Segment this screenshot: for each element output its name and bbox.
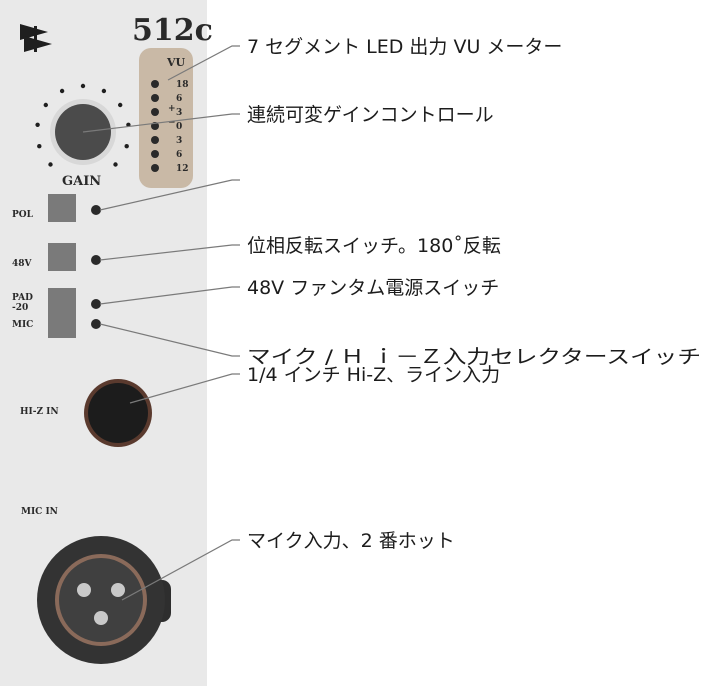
leader-pol (99, 179, 240, 211)
vu-led (151, 164, 159, 172)
vu-plus-sign: + (168, 104, 176, 114)
callout-mic-input: マイク入力、2 番ホット (247, 530, 455, 552)
module-front-panel: 512c VU 18 6 3 0 3 6 12 + − GAIN POL 48V (0, 0, 213, 686)
callouts: 7 セグメント LED 出力 VU メーター 連続可変ゲインコントロール 位相反… (247, 36, 701, 552)
vu-scale-label: 0 (176, 122, 182, 132)
vu-scale-label: 6 (176, 150, 182, 160)
xlr-socket[interactable] (59, 558, 143, 642)
vu-scale-label: 3 (176, 136, 182, 146)
mic-input: MIC IN (21, 507, 171, 664)
vu-led (151, 150, 159, 158)
leader-vu (167, 45, 240, 81)
phantom-label: 48V (12, 259, 33, 269)
gain-scale-dot (113, 162, 118, 167)
gain-label: GAIN (62, 174, 101, 189)
xlr-pin-icon (111, 583, 125, 597)
hiz-label: HI-Z IN (20, 407, 59, 417)
switch-row-48v: 48V (12, 243, 101, 271)
leader-gain (82, 113, 240, 133)
gain-scale-dot (80, 83, 86, 89)
gain-scale-dot (59, 88, 65, 94)
pad-label: PAD (12, 293, 33, 303)
vu-label: VU (166, 56, 186, 69)
callout-gain-control: 連続可変ゲインコントロール (247, 104, 494, 126)
model-number: 512c (132, 13, 213, 48)
leader-mic-in (121, 539, 240, 601)
pad-value-label: -20 (12, 303, 28, 313)
vu-scale-label: 18 (176, 80, 189, 90)
gain-scale-dot (124, 144, 129, 149)
pad-led (91, 299, 101, 309)
leader-lines (82, 45, 240, 601)
gain-scale-dot (37, 144, 42, 149)
pol-led (91, 205, 101, 215)
callout-hiz-input: 1/4 インチ Hi-Z、ライン入力 (247, 364, 500, 386)
callout-polarity-switch: 位相反転スイッチ。180˚反転 (247, 235, 501, 257)
mic-select-switch-button[interactable] (48, 310, 76, 338)
pol-switch-button[interactable] (48, 194, 76, 222)
mic-in-label: MIC IN (21, 507, 58, 517)
brand-logo-icon (20, 24, 52, 52)
callout-vu-meter: 7 セグメント LED 出力 VU メーター (247, 36, 562, 58)
vu-meter: VU 18 6 3 0 3 6 12 + − (139, 48, 193, 188)
vu-led (151, 80, 159, 88)
phantom-switch-button[interactable] (48, 243, 76, 271)
xlr-pin-icon (77, 583, 91, 597)
vu-led (151, 94, 159, 102)
callout-mic-hiz-selector: マイク / Ｈ ｉ－Ｚ入力セレクタースイッチ (247, 346, 701, 368)
hiz-jack[interactable] (88, 383, 148, 443)
callout-phantom-switch: 48V ファンタム電源スイッチ (247, 277, 499, 299)
vu-minus-sign: − (168, 118, 176, 128)
gain-scale-dot (35, 122, 40, 128)
mic-select-led (91, 319, 101, 329)
vu-led (151, 136, 159, 144)
gain-scale-dot (101, 88, 107, 94)
xlr-pin-icon (94, 611, 108, 625)
mic-select-label: MIC (12, 320, 33, 330)
leader-mic (99, 323, 240, 357)
phantom-led (91, 255, 101, 265)
vu-scale-label: 6 (176, 94, 182, 104)
gain-scale-dot (43, 102, 48, 108)
switch-row-pol: POL (12, 194, 101, 222)
hiz-input: HI-Z IN (20, 379, 152, 447)
leader-hiz (129, 373, 240, 404)
vu-scale-label: 3 (176, 108, 182, 118)
leader-48v (99, 244, 240, 261)
gain-scale-dot (118, 102, 123, 108)
leader-pad (99, 286, 240, 305)
switch-row-mic: MIC (12, 310, 101, 338)
gain-scale-dot (48, 162, 53, 167)
vu-scale-label: 12 (176, 164, 189, 174)
pol-label: POL (12, 210, 34, 220)
vu-led (151, 108, 159, 116)
